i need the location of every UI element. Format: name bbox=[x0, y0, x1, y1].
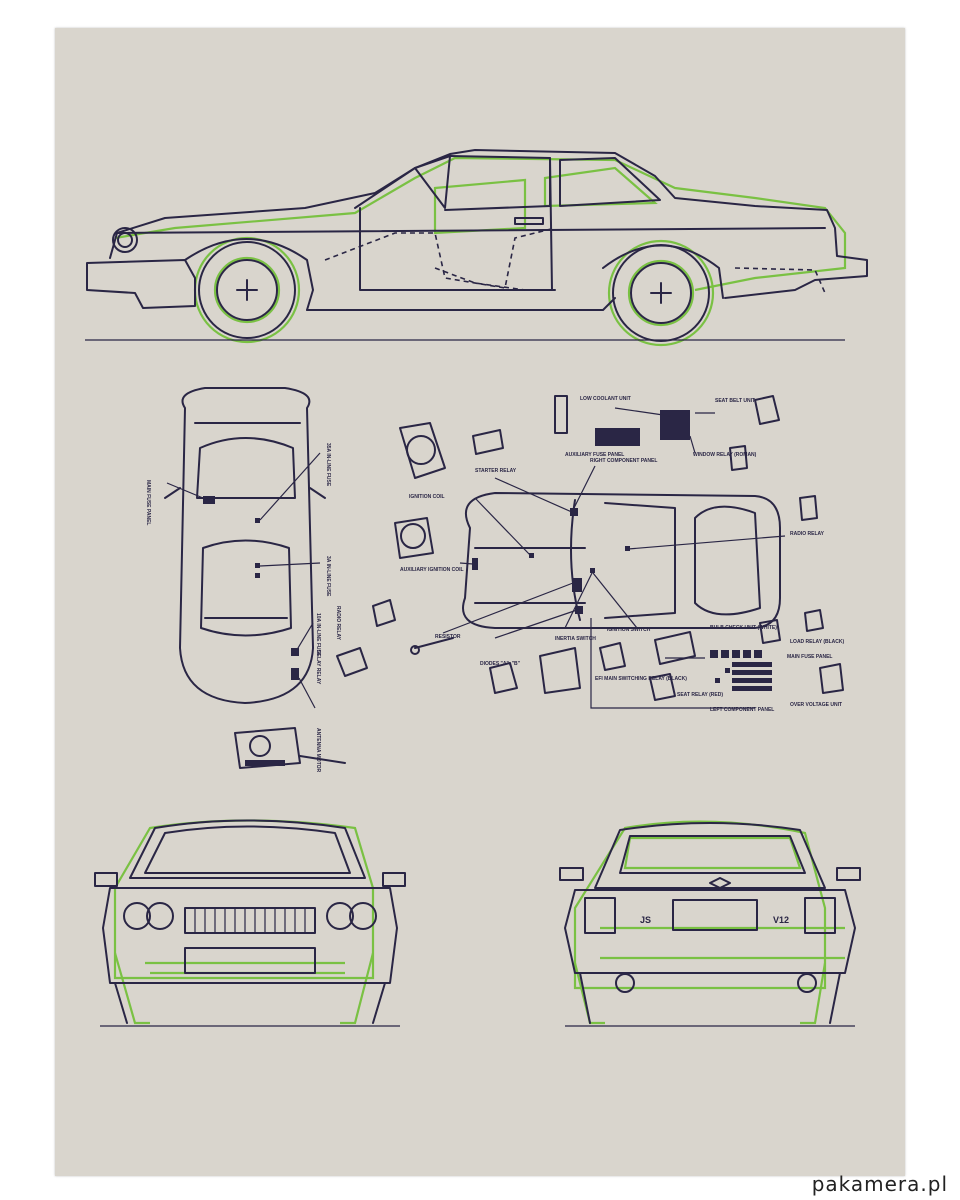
radio-relay-label: RADIO RELAY bbox=[790, 531, 825, 537]
radio-relay-l-label: RADIO RELAY bbox=[335, 606, 341, 641]
fuse-35a-label: 35A IN-LINE FUSE bbox=[325, 443, 331, 487]
inertia-switch-label: INERTIA SWITCH bbox=[555, 636, 596, 642]
top-view-left: MAIN FUSE PANEL 35A IN-LINE FUSE 3A IN-L… bbox=[145, 387, 396, 773]
main-fuse-panel-l-label: MAIN FUSE PANEL bbox=[145, 480, 151, 525]
starter-relay-label: STARTER RELAY bbox=[475, 468, 517, 474]
left-component-panel-label: LEFT COMPONENT PANEL bbox=[710, 707, 774, 713]
fuse-10a-label: 10A IN-LINE FUSE bbox=[315, 613, 321, 657]
rear-plate-left-text: JS bbox=[640, 915, 651, 925]
ignition-coil-label: IGNITION COIL bbox=[409, 494, 445, 500]
rear-view: JS V12 bbox=[559, 820, 861, 1027]
diodes-label: DIODES "A", "B" bbox=[480, 661, 521, 667]
efi-relay-label: EFI MAIN SWITCHING RELAY (BLACK) bbox=[595, 676, 687, 682]
watermark: pakamera.pl bbox=[811, 1172, 948, 1196]
load-relay-label: LOAD RELAY (BLACK) bbox=[790, 639, 845, 645]
top-view-right: IGNITION COIL AUXILIARY IGNITION COIL ST… bbox=[394, 395, 845, 713]
blueprint-poster: MAIN FUSE PANEL 35A IN-LINE FUSE 3A IN-L… bbox=[55, 28, 905, 1176]
main-fuse-panel-r-label: MAIN FUSE PANEL bbox=[787, 654, 832, 660]
front-view bbox=[94, 819, 406, 1027]
aux-fuse-panel-label: AUXILIARY FUSE PANEL bbox=[565, 452, 624, 458]
low-coolant-label: LOW COOLANT UNIT bbox=[580, 396, 631, 402]
aux-ignition-coil-label: AUXILIARY IGNITION COIL bbox=[400, 567, 464, 573]
fuse-3a-label: 3A IN-LINE FUSE bbox=[325, 556, 331, 597]
rear-plate-right-text: V12 bbox=[773, 915, 789, 925]
delay-relay-label: DELAY RELAY bbox=[315, 650, 321, 685]
over-voltage-label: OVER VOLTAGE UNIT bbox=[790, 702, 842, 708]
ignition-switch-label: IGNITION SWITCH bbox=[607, 627, 651, 633]
resistor-label: RESISTOR bbox=[435, 634, 461, 640]
seat-belt-unit-label: SEAT BELT UNIT bbox=[715, 398, 755, 404]
car-blueprint-drawing: MAIN FUSE PANEL 35A IN-LINE FUSE 3A IN-L… bbox=[85, 149, 868, 1027]
antenna-motor-label: ANTENNA MOTOR bbox=[315, 728, 321, 773]
window-relay-label: WINDOW RELAY (ROMAN) bbox=[693, 452, 757, 458]
side-view bbox=[85, 149, 868, 347]
right-component-panel-label: RIGHT COMPONENT PANEL bbox=[590, 458, 657, 464]
seat-relay-label: SEAT RELAY (RED) bbox=[677, 692, 723, 698]
bulb-check-label: BULB CHECK UNIT (WHITE) bbox=[710, 625, 777, 631]
main-fuse-panel-grid bbox=[710, 650, 772, 691]
